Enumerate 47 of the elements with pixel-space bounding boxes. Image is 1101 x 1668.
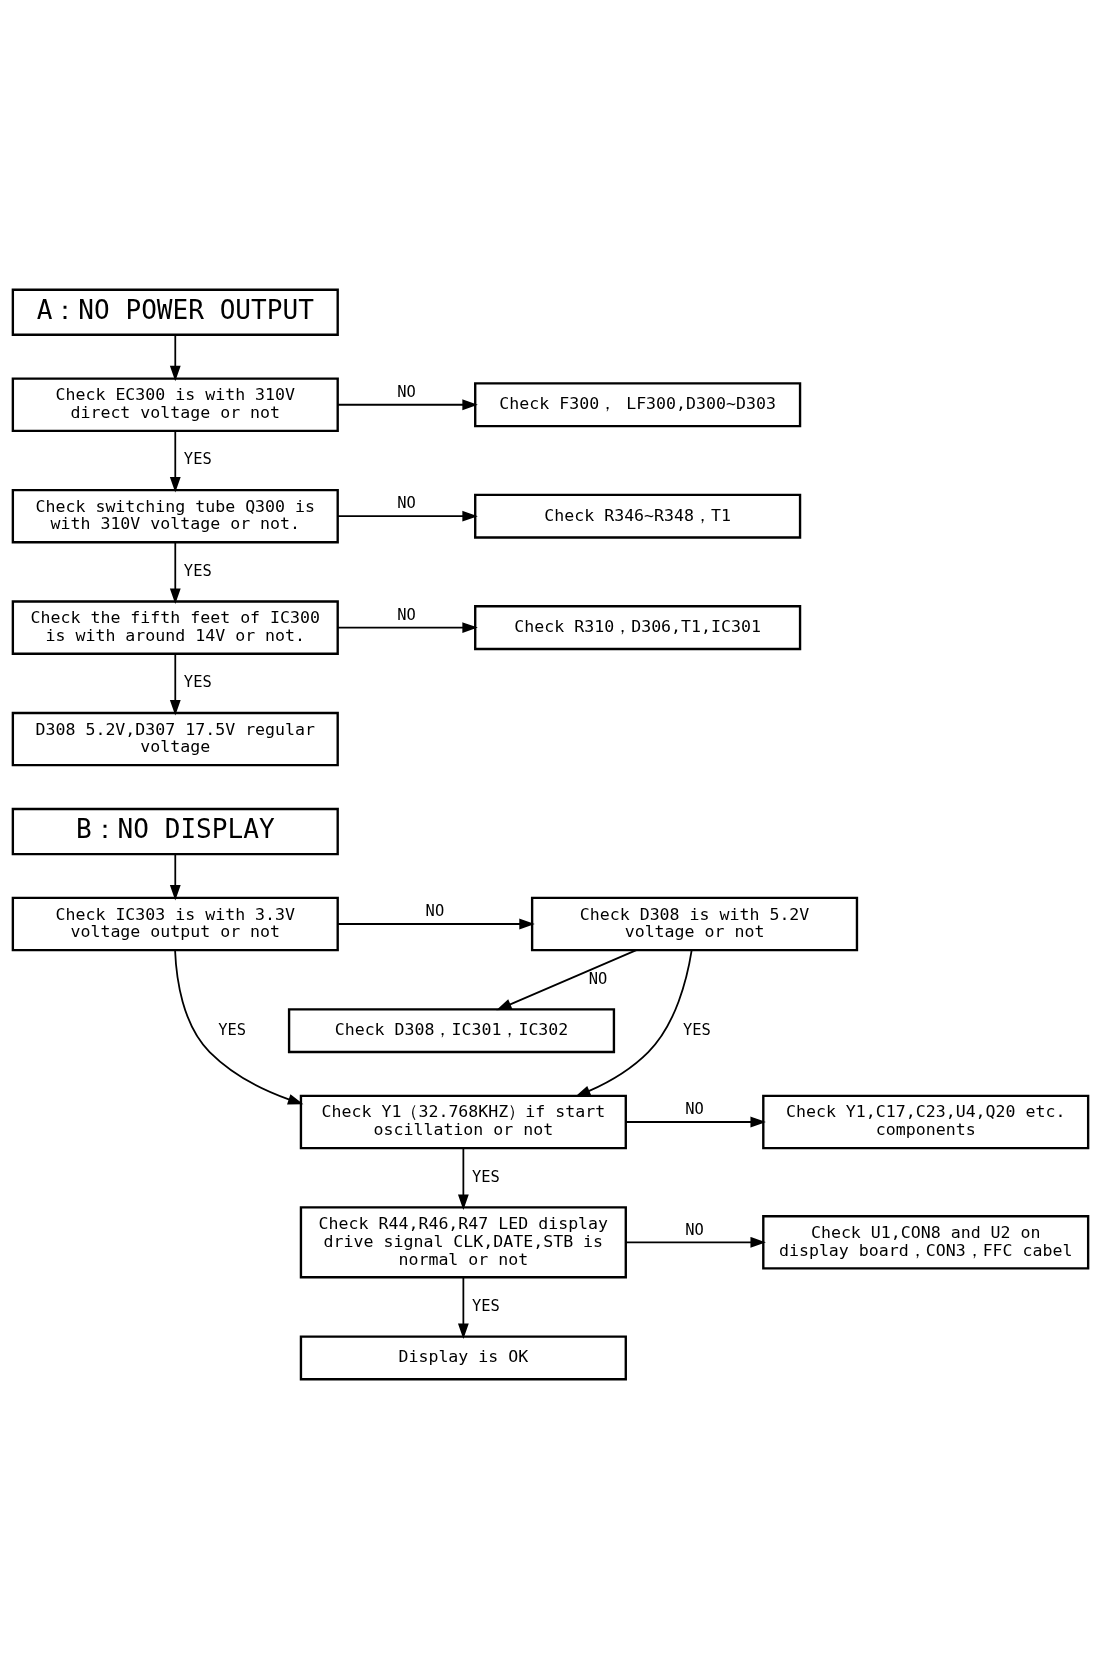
node-box: Check EC300 is with 310V direct voltage or not bbox=[11, 376, 339, 432]
edge-label: NO bbox=[588, 969, 608, 988]
arrow bbox=[169, 541, 181, 604]
node-box: Check R346~R348，T1 bbox=[474, 493, 802, 539]
edge-label: YES bbox=[471, 1167, 500, 1186]
edge-label: YES bbox=[183, 561, 212, 580]
node-box: Check D308，IC301，IC302 bbox=[287, 1007, 616, 1053]
node-box: Check F300， LF300,D300~D303 bbox=[474, 381, 802, 427]
edge-label: NO bbox=[397, 493, 416, 512]
arrow bbox=[337, 621, 478, 633]
edge-label: NO bbox=[685, 1099, 704, 1118]
node-box: Check R310，D306,T1,IC301 bbox=[474, 604, 802, 650]
node-box: Check IC303 is with 3.3V voltage output or not bbox=[11, 896, 339, 951]
node-box: Check R44,R46,R47 LED display drive signal CLK,DATE,STB is normal or not bbox=[299, 1205, 627, 1278]
node-box: D308 5.2V,D307 17.5V regular voltage bbox=[11, 711, 339, 766]
node-box: Display is OK bbox=[299, 1334, 627, 1380]
edge-label: NO bbox=[685, 1220, 704, 1238]
node-box: Check Y1,C17,C23,U4,Q20 etc. components bbox=[762, 1094, 1090, 1149]
edge-label: YES bbox=[218, 1020, 247, 1039]
arrow bbox=[457, 1146, 469, 1210]
edge-label: NO bbox=[397, 382, 416, 401]
node-box: Check D308 is with 5.2V voltage or not bbox=[530, 896, 859, 951]
arrow bbox=[625, 1116, 766, 1127]
arrow bbox=[625, 1236, 766, 1248]
arrow bbox=[169, 333, 181, 381]
arrow bbox=[337, 510, 478, 522]
arrow bbox=[169, 652, 181, 715]
edge-label: YES bbox=[183, 449, 212, 468]
edge-label: YES bbox=[471, 1296, 500, 1315]
arrow bbox=[457, 1276, 469, 1339]
node-box: A：NO POWER OUTPUT bbox=[11, 288, 339, 336]
edge-label: NO bbox=[425, 901, 445, 920]
node-box: Check the fifth feet of IC300 is with around 14V or not. bbox=[11, 599, 339, 655]
edge-label: YES bbox=[183, 672, 212, 691]
node-box: Check U1,CON8 and U2 on display board，CON3，FFC cabel bbox=[762, 1214, 1090, 1270]
arrow bbox=[169, 429, 181, 493]
arrow bbox=[174, 948, 304, 1104]
arrow bbox=[169, 852, 181, 900]
node-box: Check switching tube Q300 is with 310V voltage or not. bbox=[11, 488, 339, 543]
arrow bbox=[337, 398, 478, 410]
edge-label: NO bbox=[397, 605, 416, 624]
edge-label: YES bbox=[683, 1020, 711, 1039]
node-box: B：NO DISPLAY bbox=[11, 807, 339, 855]
arrow bbox=[496, 948, 638, 1010]
node-box: Check Y1（32.768KHZ）if start oscillation or not bbox=[299, 1094, 627, 1149]
arrow bbox=[575, 949, 693, 1097]
arrow bbox=[336, 918, 535, 929]
